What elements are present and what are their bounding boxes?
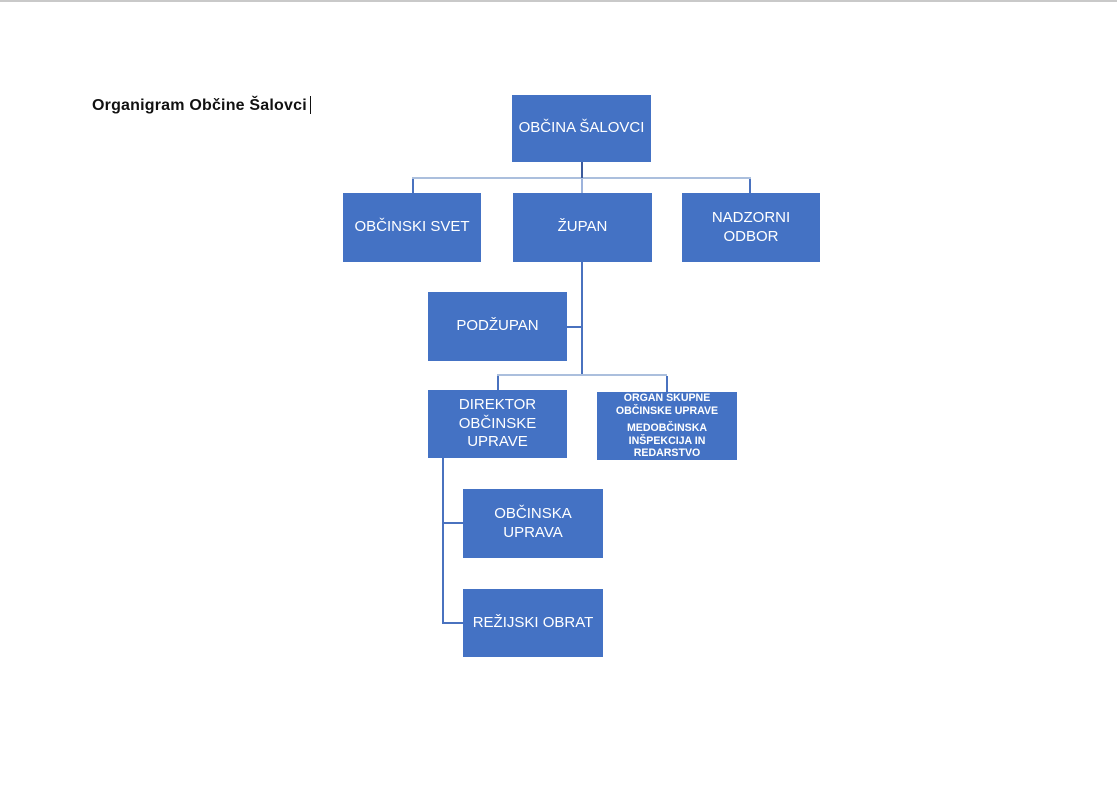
org-node-nadzorni-odbor[interactable]: NADZORNI ODBOR (682, 193, 820, 262)
org-node-label: NADZORNI ODBOR (711, 208, 791, 245)
org-node-obcinski-svet[interactable]: OBČINSKI SVET (343, 193, 481, 262)
connector-to-organ-skupne (666, 376, 668, 392)
text-cursor (309, 96, 312, 114)
org-node-label: ŽUPAN (557, 218, 608, 236)
connector-zupan-trunk (581, 262, 583, 376)
connector-to-rezijski-obrat (442, 622, 463, 624)
org-node-direktor-obcinske-uprave[interactable]: DIREKTOR OBČINSKE UPRAVE (428, 390, 567, 458)
canvas-top-edge (0, 0, 1117, 2)
org-node-label: OBČINA ŠALOVCI (518, 119, 645, 137)
org-node-label: OBČINSKA UPRAVA (494, 504, 572, 541)
connector-to-direktor (497, 376, 499, 390)
org-node-label-line2: MEDOBČINSKA INŠPEKCIJA IN REDARSTVO (626, 422, 708, 460)
org-node-label: DIREKTOR OBČINSKE UPRAVE (458, 395, 537, 451)
slide-title-text: Organigram Občine Šalovci (92, 97, 307, 114)
org-node-rezijski-obrat[interactable]: REŽIJSKI OBRAT (463, 589, 603, 657)
org-node-label: PODŽUPAN (456, 317, 539, 335)
connector-to-obcinska-uprava (442, 522, 463, 524)
connector-to-nadzorni-odbor (749, 179, 751, 193)
connector-to-obcinski-svet (412, 179, 414, 193)
slide-title[interactable]: Organigram Občine Šalovci (92, 96, 312, 115)
org-node-organ-skupne-obcinske-uprave[interactable]: ORGAN SKUPNE OBČINSKE UPRAVE MEDOBČINSKA… (597, 392, 737, 460)
org-node-label-line1: ORGAN SKUPNE OBČINSKE UPRAVE (615, 392, 719, 417)
org-node-obcinska-uprava[interactable]: OBČINSKA UPRAVA (463, 489, 603, 558)
connector-level1-horizontal (412, 177, 751, 179)
connector-to-zupan (581, 179, 583, 193)
org-node-label: OBČINSKI SVET (354, 218, 470, 236)
org-node-label: REŽIJSKI OBRAT (472, 613, 594, 631)
connector-podzupan-stub (567, 326, 581, 328)
connector-level2-horizontal (497, 374, 667, 376)
connector-obcina-down-stub (581, 162, 583, 178)
org-node-obcina-salovci[interactable]: OBČINA ŠALOVCI (512, 95, 651, 162)
org-node-zupan[interactable]: ŽUPAN (513, 193, 652, 262)
connector-direktor-trunk (442, 458, 444, 624)
org-node-podzupan[interactable]: PODŽUPAN (428, 292, 567, 361)
